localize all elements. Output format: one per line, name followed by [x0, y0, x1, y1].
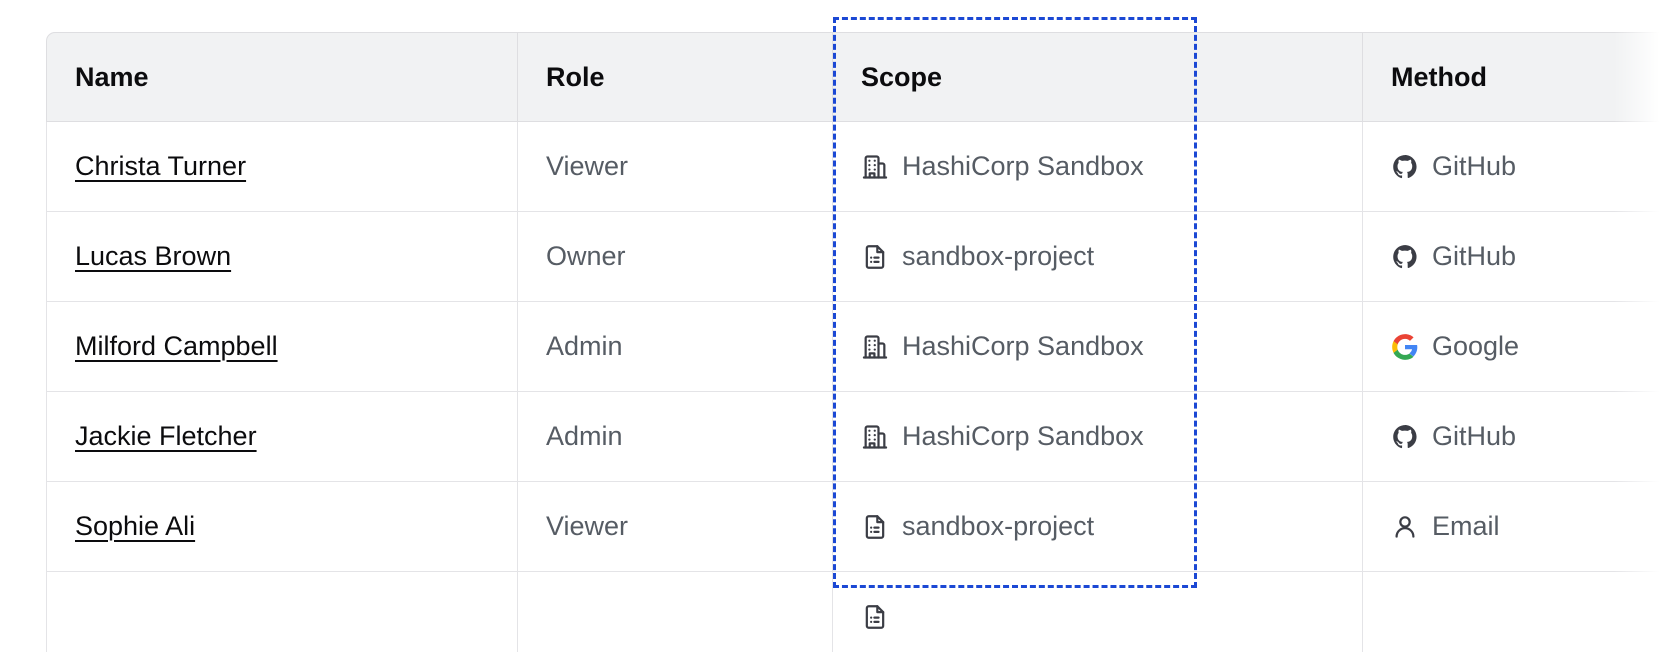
cell-method: GitHub — [1363, 212, 1672, 302]
method-label: Google — [1432, 331, 1520, 361]
project-document-icon — [861, 243, 889, 271]
permissions-table-scroll-container[interactable]: Name Role Scope Method Christa Turner Vi… — [46, 32, 1672, 652]
organization-building-icon — [861, 333, 889, 361]
permissions-table: Name Role Scope Method Christa Turner Vi… — [46, 32, 1672, 652]
cell-name: Milford Campbell — [46, 302, 518, 392]
cell-role: Viewer — [518, 122, 833, 212]
method-label: GitHub — [1432, 241, 1517, 271]
cell-scope: HashiCorp Sandbox — [833, 122, 1363, 212]
user-name-link[interactable]: Lucas Brown — [75, 241, 232, 271]
github-icon — [1391, 153, 1419, 181]
method-label: GitHub — [1432, 151, 1517, 181]
scope-label: sandbox-project — [902, 241, 1095, 271]
cell-role — [518, 572, 833, 652]
cell-method: GitHub — [1363, 392, 1672, 482]
google-icon — [1391, 333, 1419, 361]
cell-scope: HashiCorp Sandbox — [833, 392, 1363, 482]
cell-role: Viewer — [518, 482, 833, 572]
table-body: Christa Turner Viewer — [46, 122, 1672, 652]
cell-scope: sandbox-project — [833, 212, 1363, 302]
scope-label: sandbox-project — [902, 511, 1095, 541]
user-person-icon — [1391, 513, 1419, 541]
scope-label: HashiCorp Sandbox — [902, 331, 1144, 361]
cell-method: Email — [1363, 482, 1672, 572]
table-header: Name Role Scope Method — [46, 32, 1672, 122]
table-header-row: Name Role Scope Method — [46, 32, 1672, 122]
cell-name: Jackie Fletcher — [46, 392, 518, 482]
column-header-role[interactable]: Role — [518, 32, 833, 122]
user-name-link[interactable]: Sophie Ali — [75, 511, 196, 541]
user-name-link[interactable]: Jackie Fletcher — [75, 421, 257, 451]
table-row — [46, 572, 1672, 652]
cell-name — [46, 572, 518, 652]
scope-label: HashiCorp Sandbox — [902, 151, 1144, 181]
table-row: Jackie Fletcher Admin — [46, 392, 1672, 482]
organization-building-icon — [861, 423, 889, 451]
cell-name: Lucas Brown — [46, 212, 518, 302]
cell-method: Google — [1363, 302, 1672, 392]
cell-role: Admin — [518, 302, 833, 392]
table-row: Lucas Brown Owner — [46, 212, 1672, 302]
project-document-icon — [861, 603, 889, 631]
cell-role: Admin — [518, 392, 833, 482]
cell-scope: sandbox-project — [833, 482, 1363, 572]
table-row: Sophie Ali Viewer — [46, 482, 1672, 572]
scope-label: HashiCorp Sandbox — [902, 421, 1144, 451]
organization-building-icon — [861, 153, 889, 181]
user-name-link[interactable]: Milford Campbell — [75, 331, 278, 361]
cell-name: Christa Turner — [46, 122, 518, 212]
method-label: Email — [1432, 511, 1500, 541]
cell-scope — [833, 572, 1363, 652]
cell-method — [1363, 572, 1672, 652]
cell-role: Owner — [518, 212, 833, 302]
github-icon — [1391, 243, 1419, 271]
cell-name: Sophie Ali — [46, 482, 518, 572]
column-header-method[interactable]: Method — [1363, 32, 1672, 122]
project-document-icon — [861, 513, 889, 541]
column-header-scope[interactable]: Scope — [833, 32, 1363, 122]
cell-scope: HashiCorp Sandbox — [833, 302, 1363, 392]
cell-method: GitHub — [1363, 122, 1672, 212]
user-name-link[interactable]: Christa Turner — [75, 151, 247, 181]
table-row: Milford Campbell Admin — [46, 302, 1672, 392]
table-row: Christa Turner Viewer — [46, 122, 1672, 212]
github-icon — [1391, 423, 1419, 451]
method-label: GitHub — [1432, 421, 1517, 451]
column-header-name[interactable]: Name — [46, 32, 518, 122]
